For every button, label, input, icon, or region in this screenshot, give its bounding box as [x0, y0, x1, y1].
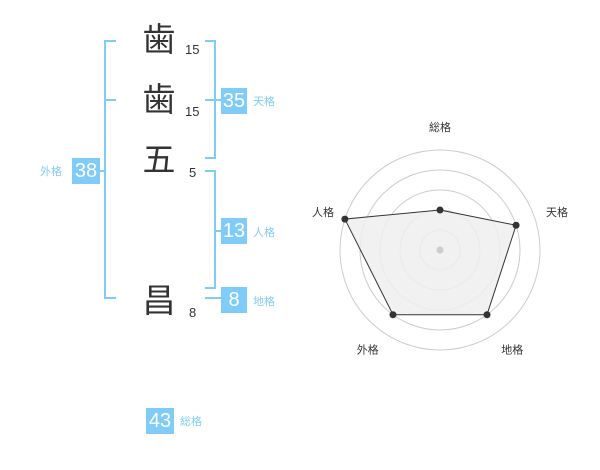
tenkaku-label: 天格	[253, 95, 275, 108]
radar-point-4	[341, 215, 349, 223]
radar-points	[341, 206, 520, 319]
radar-axis-label-3: 外格	[357, 343, 379, 357]
jinkaku-bracket-vertical	[214, 170, 216, 289]
name-char-3: 五	[142, 140, 176, 179]
chikaku-label: 地格	[253, 295, 275, 308]
radar-axis-label-4: 人格	[312, 205, 334, 219]
gaikaku-bracket-mid	[104, 99, 116, 101]
gaikaku-bracket-bottom	[104, 297, 116, 299]
radar-point-3	[389, 311, 397, 319]
radar-point-1	[512, 221, 520, 229]
stroke-count-3: 5	[189, 165, 197, 180]
radar-ring-5	[339, 149, 541, 351]
gaikaku-value: 38	[72, 158, 100, 184]
radar-point-0	[436, 206, 444, 214]
stroke-count-2: 15	[185, 104, 200, 119]
soukaku-label: 総格	[180, 415, 202, 428]
jinkaku-bracket-mid	[214, 230, 221, 232]
tenkaku-bracket-bottom	[205, 157, 216, 159]
gaikaku-bracket-vertical	[104, 40, 106, 299]
radar-polygon	[344, 209, 517, 316]
gaikaku-label: 外格	[40, 165, 62, 178]
soukaku-value: 43	[146, 408, 174, 434]
stroke-count-4: 8	[189, 305, 197, 320]
stroke-count-1: 15	[185, 42, 200, 57]
radar-center-dot	[436, 246, 444, 254]
radar-axis-label-2: 地格	[501, 343, 523, 357]
jinkaku-bracket-top	[205, 170, 216, 172]
radar-axis-label-1: 天格	[546, 205, 568, 219]
name-char-4: 昌	[142, 281, 176, 320]
gaikaku-bracket-top	[104, 40, 116, 42]
tenkaku-bracket-mid	[205, 99, 221, 101]
jinkaku-label: 人格	[253, 226, 275, 239]
gaikaku-connector	[100, 170, 105, 172]
jinkaku-bracket-bottom	[205, 287, 216, 289]
radar-point-2	[483, 311, 491, 319]
chikaku-connector	[205, 297, 221, 299]
name-char-2: 歯	[142, 80, 176, 119]
name-char-1: 歯	[142, 20, 176, 59]
tenkaku-bracket-top	[205, 40, 216, 42]
radar-axis-label-0: 総格	[429, 120, 451, 134]
jinkaku-value: 13	[221, 218, 247, 244]
tenkaku-value: 35	[221, 88, 247, 114]
chikaku-value: 8	[221, 287, 247, 313]
